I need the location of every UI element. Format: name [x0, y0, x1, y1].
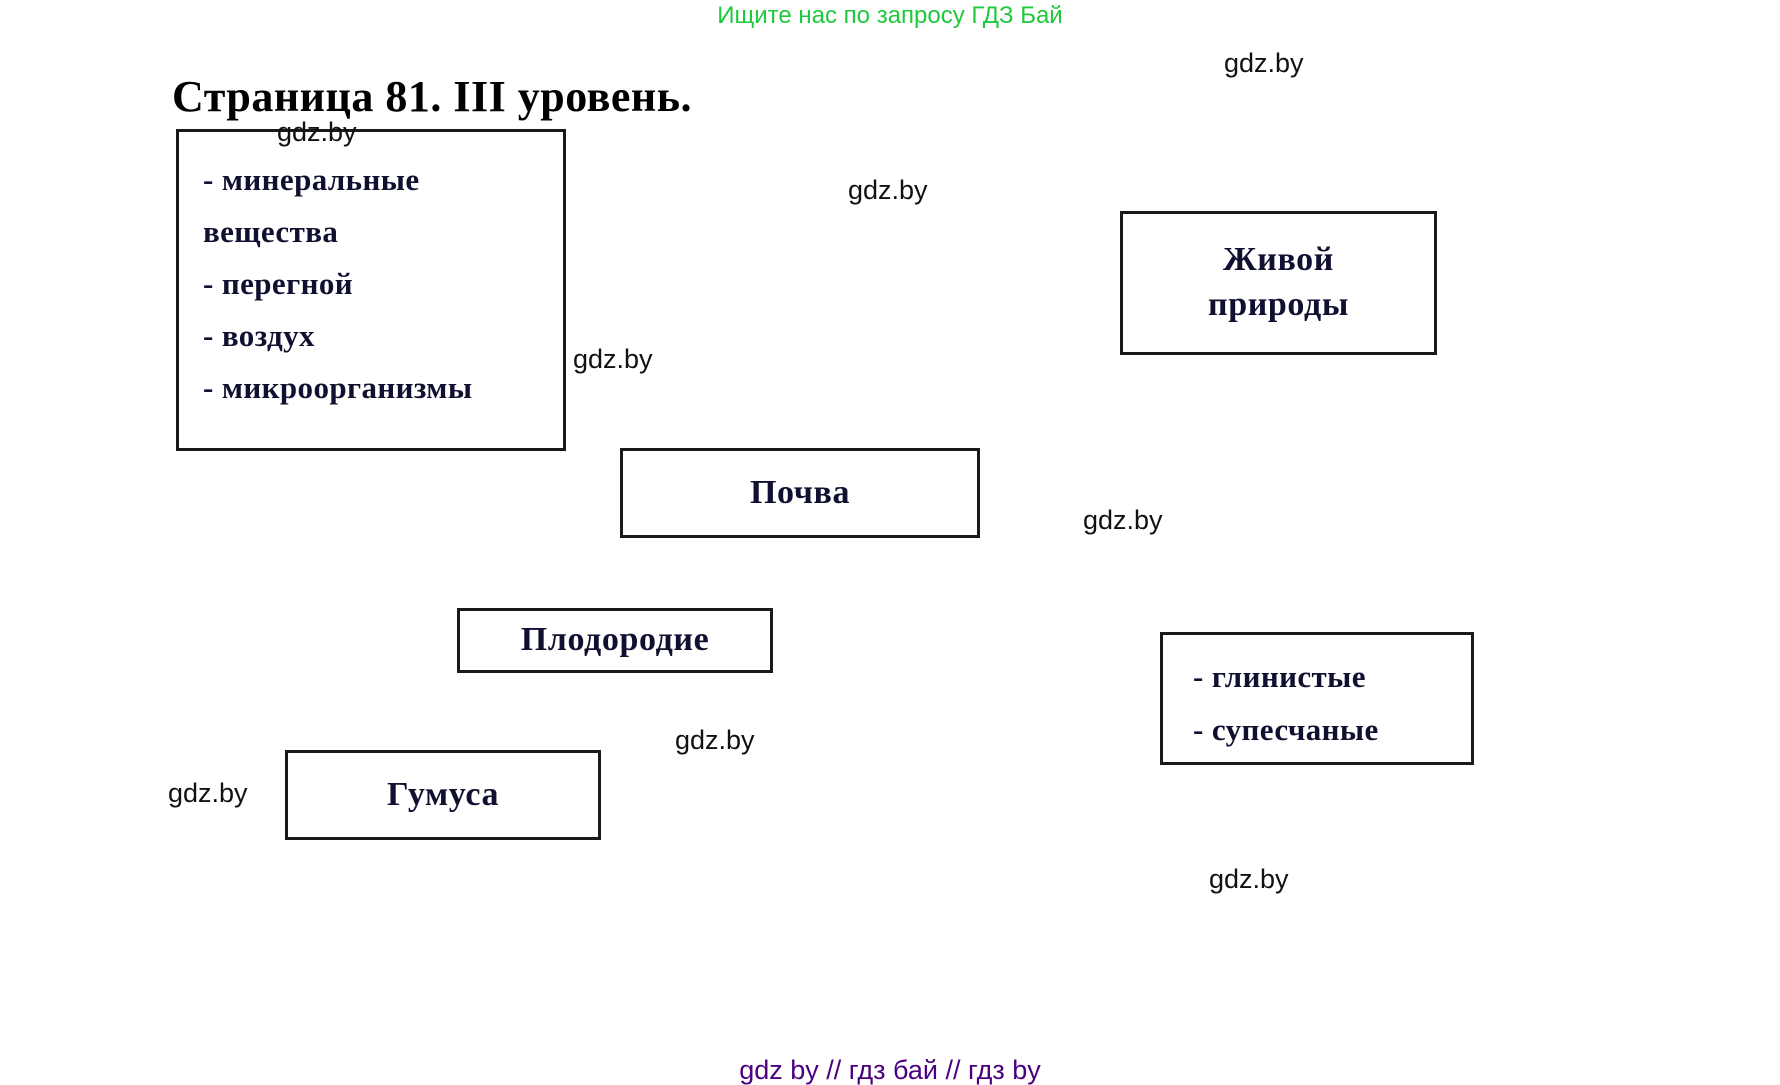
- soil-types-list: - глинистые - супесчаные: [1163, 635, 1471, 756]
- watermark: gdz.by: [848, 175, 928, 205]
- diagram-box-soil-types: - глинистые - супесчаные: [1160, 632, 1474, 765]
- fertility-label: Плодородие: [520, 621, 710, 659]
- humus-label: Гумуса: [386, 775, 500, 813]
- watermark: gdz.by: [1083, 505, 1163, 535]
- watermark: gdz.by: [573, 344, 653, 374]
- list-item: - супесчаные: [1193, 711, 1379, 747]
- diagram-box-components: - минеральные вещества - перегной - возд…: [176, 129, 566, 451]
- list-item: - минеральные: [203, 162, 420, 197]
- list-item: - микроорганизмы: [203, 370, 473, 406]
- site-promo-banner: Ищите нас по запросу ГДЗ Бай: [717, 2, 1063, 29]
- watermark: gdz.by: [168, 778, 248, 808]
- watermark: gdz.by: [277, 117, 357, 147]
- components-list: - минеральные вещества - перегной - возд…: [179, 132, 563, 414]
- diagram-box-fertility: Плодородие: [457, 608, 773, 673]
- list-item: - перегной: [203, 266, 353, 302]
- page-title: Страница 81. III уровень.: [172, 72, 693, 122]
- list-item: - воздух: [203, 318, 315, 354]
- watermark: gdz.by: [675, 725, 755, 755]
- diagram-box-soil: Почва: [620, 448, 980, 538]
- watermark: gdz.by: [1224, 48, 1304, 78]
- diagram-box-humus: Гумуса: [285, 750, 601, 840]
- living-nature-line-1: Живой: [1223, 241, 1334, 279]
- site-footer: gdz by // гдз бай // гдз by: [739, 1055, 1041, 1085]
- living-nature-line-2: природы: [1208, 286, 1349, 323]
- soil-label: Почва: [749, 473, 851, 511]
- list-item: - глинистые: [1193, 659, 1366, 694]
- diagram-box-living-nature: Живой природы: [1120, 211, 1437, 355]
- living-nature-label: Живой природы: [1208, 238, 1349, 328]
- watermark: gdz.by: [1209, 864, 1289, 894]
- list-item: вещества: [203, 214, 339, 250]
